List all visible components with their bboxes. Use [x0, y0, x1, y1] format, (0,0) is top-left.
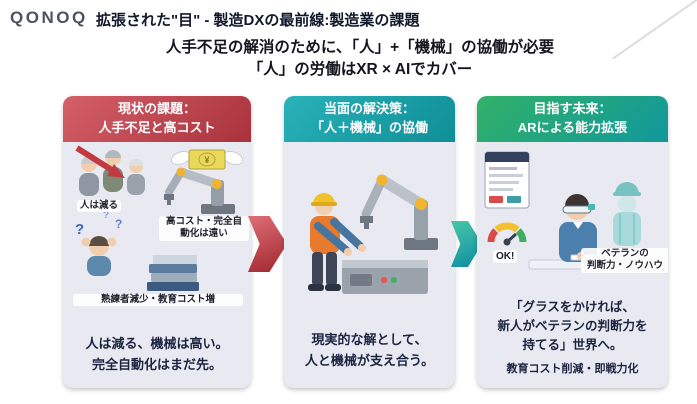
panel-solution-header-line1: 当面の解決策：: [323, 101, 415, 117]
panel-solution: 当面の解決策： 「人＋機械」の協働: [284, 96, 455, 388]
label-skill-decline: 熟練者減少・教育コスト増: [73, 294, 243, 307]
panel-current-footer-line2: 完全自動化はまだ先。: [91, 357, 222, 373]
subtitle: 人手不足の解消のために、「人」+「機械」の協働が必要 「人」の労働はXR × A…: [58, 37, 662, 82]
flow-arrow-right-icon: [248, 216, 287, 272]
label-veteran-knowhow: ベテランの 判断力・ノウハウ: [581, 248, 668, 273]
label-veteran-line2: 判断力・ノウハウ: [586, 260, 663, 272]
panel-future-footer-line1: 「グラスをかければ、: [510, 300, 635, 314]
subtitle-line1: 人手不足の解消のために、「人」+「機械」の協働が必要: [165, 39, 555, 56]
panel-current-header: 現状の課題： 人手不足と高コスト: [63, 96, 251, 142]
panel-future-footer: 「グラスをかければ、 新人がベテランの判断力を 持てる」世界へ。 教育コスト削減…: [481, 298, 664, 378]
elderly-people-illustration: [79, 150, 145, 196]
decline-arrow-icon: [75, 145, 125, 178]
panel-future-footer-sub: 教育コスト削減・即戦力化: [506, 363, 639, 376]
panel-solution-footer-line2: 人と機械が支え合う。: [304, 353, 435, 369]
panel-current-body: ¥ ? ? ?: [63, 142, 251, 388]
panel-current-footer: 人は減る、機械は高い。 完全自動化はまだ先。: [67, 334, 247, 376]
panel-future-header: 目指す未来： ARによる能力拡張: [477, 96, 668, 142]
panel-future-footer-line2: 新人がベテランの判断力を: [497, 318, 648, 333]
question-mark-icon: ?: [115, 217, 122, 231]
subtitle-line2: 「人」の労働はXR × AIでカバー: [247, 61, 473, 79]
books-stack-icon: [147, 255, 199, 291]
current-issues-illustration: ¥ ? ? ?: [75, 145, 244, 291]
panel-future-header-line1: 目指す未来：: [533, 101, 612, 117]
panel-future-header-line2: ARによる能力拡張: [517, 120, 628, 135]
panel-future-body: OK! ベテランの 判断力・ノウハウ 「グラスをかければ、 新人がベテランの判断…: [477, 142, 668, 388]
panel-solution-header-line2: 「人＋機械」の協働: [310, 120, 428, 135]
flying-money-icon: ¥: [170, 149, 244, 170]
panel-solution-footer: 現実的な解として、 人と機械が支え合う。: [288, 330, 451, 372]
panel-future-footer-line3: 持てる」世界へ。: [522, 337, 623, 352]
qonoq-logo: QONOQ: [10, 8, 88, 27]
label-people-decline: 人は減る: [77, 200, 122, 213]
stressed-person-illustration: ? ? ?: [75, 210, 122, 276]
veteran-hologram-illustration: [613, 182, 641, 246]
robot-arm-icon: [360, 174, 438, 250]
panel-current-issues: 現状の課題： 人手不足と高コスト: [63, 96, 251, 388]
label-ok: OK!: [493, 250, 518, 263]
machine-icon: [342, 260, 428, 294]
label-veteran-line1: ベテランの: [601, 248, 649, 259]
panel-solution-footer-line1: 現実的な解として、: [311, 332, 428, 348]
robot-arm-icon: [164, 167, 235, 214]
yen-symbol: ¥: [204, 155, 209, 165]
document-screen-icon: [484, 151, 530, 209]
panel-current-header-line2: 人手不足と高コスト: [98, 120, 216, 135]
panel-current-header-line1: 現状の課題：: [117, 101, 196, 117]
question-mark-icon: ?: [75, 221, 84, 238]
panel-solution-body: 現実的な解として、 人と機械が支え合う。: [284, 142, 455, 388]
question-mark-icon: ?: [103, 210, 109, 221]
human-machine-illustration: [308, 174, 438, 294]
panel-solution-header: 当面の解決策： 「人＋機械」の協働: [284, 96, 455, 142]
gauge-icon: [487, 222, 527, 246]
panel-current-footer-line1: 人は減る、機械は高い。: [85, 336, 229, 352]
panel-future: 目指す未来： ARによる能力拡張: [477, 96, 668, 388]
worker-illustration: [308, 193, 366, 291]
page-title: 拡張された"目" - 製造DXの最前線:製造業の課題: [96, 12, 420, 29]
label-high-cost: 高コスト・完全自動化は遠い: [159, 216, 249, 241]
